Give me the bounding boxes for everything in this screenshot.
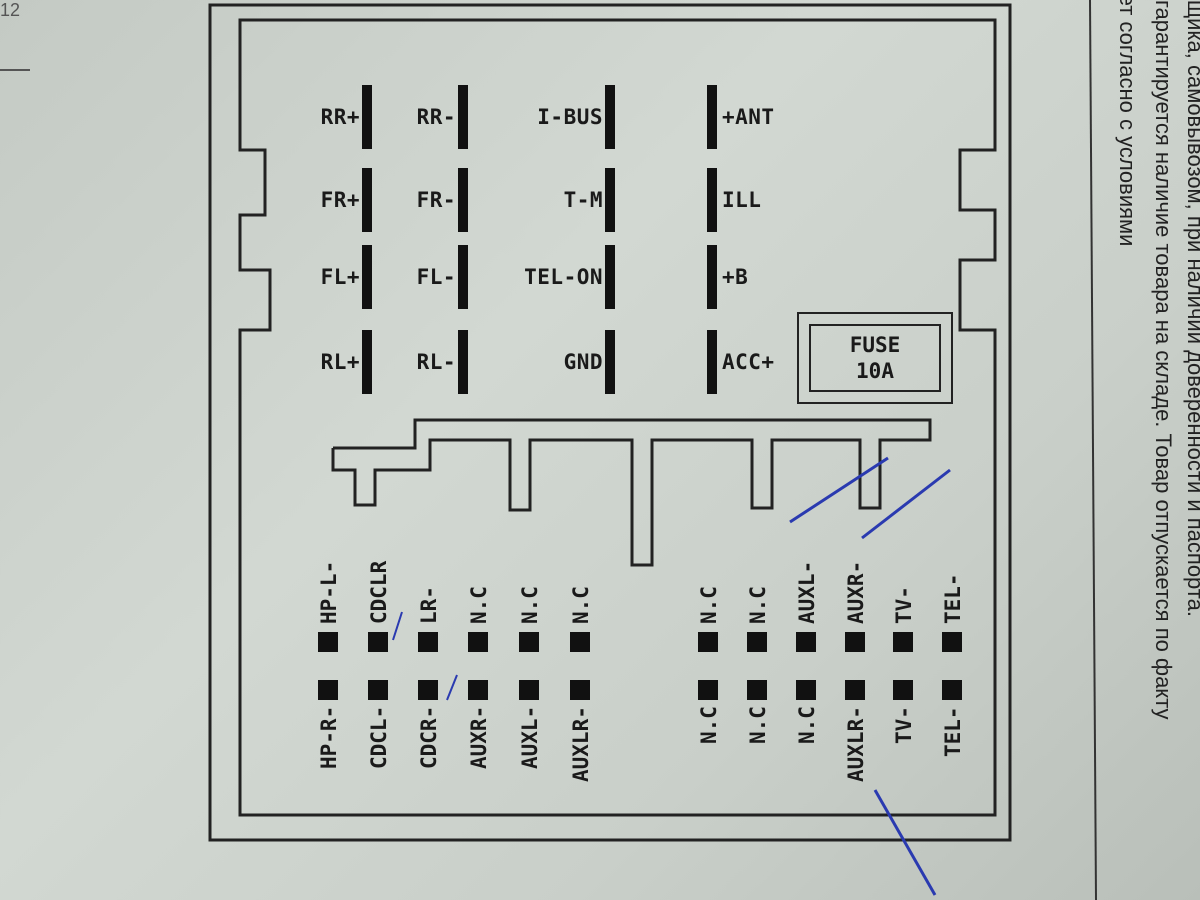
pin-label: CDCLR — [367, 560, 391, 624]
pin-label: RL- — [416, 350, 456, 374]
corner-mark: 12 — [0, 0, 21, 20]
pin-label: N.C — [467, 586, 491, 624]
pin-terminal — [845, 632, 865, 652]
pin-terminal — [707, 85, 717, 149]
pin-label: TEL-ON — [524, 265, 603, 289]
pin-terminal — [796, 680, 816, 700]
pin-label: N.C — [697, 706, 721, 744]
pin-terminal — [605, 330, 615, 394]
pin-label: ILL — [722, 188, 762, 212]
fuse-rating: 10A — [856, 359, 894, 383]
pin-label: CDCR- — [417, 706, 441, 770]
pin-label: GND — [563, 350, 603, 374]
pin-label: AUXR- — [844, 560, 868, 624]
pin-label: AUXLR- — [844, 706, 868, 782]
pin-label: CDCL- — [367, 706, 391, 770]
pin-terminal — [570, 632, 590, 652]
pin-terminal — [796, 632, 816, 652]
pin-label: +B — [722, 265, 749, 289]
pin-label: TV- — [892, 706, 916, 744]
pin-terminal — [418, 680, 438, 700]
pin-terminal — [368, 632, 388, 652]
pin-label: RR+ — [320, 105, 360, 129]
pin-label: ACC+ — [722, 350, 775, 374]
pin-label: FL+ — [320, 265, 360, 289]
pin-label: AUXL- — [795, 560, 819, 624]
pin-label: HP-L- — [317, 560, 341, 624]
pin-label: TV- — [892, 586, 916, 624]
pin-terminal — [893, 680, 913, 700]
pin-terminal — [468, 680, 488, 700]
pin-terminal — [707, 330, 717, 394]
pin-label: FR+ — [320, 188, 360, 212]
side-text-line: щика, самовывозом, при наличии доверенно… — [1183, 0, 1200, 617]
pin-terminal — [458, 245, 468, 309]
pin-terminal — [519, 680, 539, 700]
pen-mark — [789, 456, 889, 524]
pin-label: T-M — [563, 188, 603, 212]
pin-terminal — [368, 680, 388, 700]
pin-label: +ANT — [722, 105, 775, 129]
pin-terminal — [418, 632, 438, 652]
pin-terminal — [362, 85, 372, 149]
pin-terminal — [318, 680, 338, 700]
pin-terminal — [845, 680, 865, 700]
pin-label: AUXL- — [518, 706, 542, 770]
fuse-label: FUSE — [849, 333, 901, 357]
pin-terminal — [747, 680, 767, 700]
pin-label: HP-R- — [317, 706, 341, 770]
pin-label: AUXR- — [467, 706, 491, 770]
fuse-box: FUSE 10A — [797, 312, 953, 404]
pin-terminal — [362, 168, 372, 232]
pin-label: TEL- — [941, 706, 965, 757]
pin-terminal — [519, 632, 539, 652]
pin-terminal — [458, 330, 468, 394]
pin-label: N.C — [697, 586, 721, 624]
pin-label: I-BUS — [537, 105, 603, 129]
pin-terminal — [318, 632, 338, 652]
pin-terminal — [362, 330, 372, 394]
pin-label: TEL- — [941, 573, 965, 624]
pin-terminal — [747, 632, 767, 652]
pin-terminal — [362, 245, 372, 309]
pin-terminal — [605, 85, 615, 149]
pin-label: FR- — [416, 188, 456, 212]
pin-terminal — [698, 680, 718, 700]
side-text-line: чает согласно с условиями — [1115, 0, 1140, 247]
pin-label: RR- — [416, 105, 456, 129]
pin-label: AUXLR- — [569, 706, 593, 782]
pin-label: N.C — [746, 586, 770, 624]
pin-terminal — [570, 680, 590, 700]
pin-terminal — [942, 680, 962, 700]
pin-terminal — [605, 245, 615, 309]
pin-label: N.C — [518, 586, 542, 624]
pin-terminal — [707, 168, 717, 232]
pin-terminal — [893, 632, 913, 652]
side-text-line: гарантируется наличие товара на складе. … — [1151, 0, 1176, 720]
pin-label: FL- — [416, 265, 456, 289]
pin-label: N.C — [746, 706, 770, 744]
pin-label: N.C — [795, 706, 819, 744]
pin-label: LR- — [417, 586, 441, 624]
pin-terminal — [458, 168, 468, 232]
pin-terminal — [458, 85, 468, 149]
pin-terminal — [942, 632, 962, 652]
pin-terminal — [605, 168, 615, 232]
pin-terminal — [698, 632, 718, 652]
pin-terminal — [707, 245, 717, 309]
pin-label: N.C — [569, 586, 593, 624]
pin-label: RL+ — [320, 350, 360, 374]
pin-terminal — [468, 632, 488, 652]
